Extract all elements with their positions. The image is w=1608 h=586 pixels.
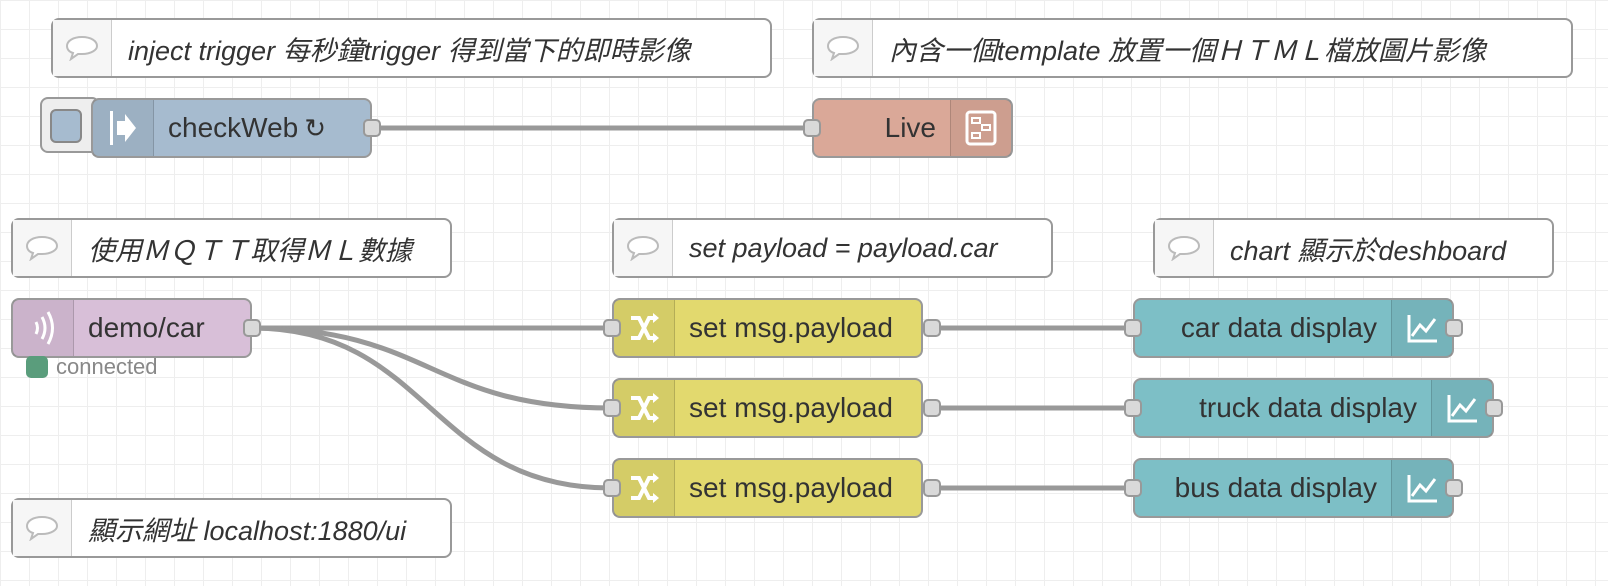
output-port[interactable] (923, 479, 941, 497)
comment-node-inject[interactable]: inject trigger 每秒鐘trigger 得到當下的即時影像 (51, 18, 772, 78)
input-port[interactable] (603, 479, 621, 497)
change-node-2[interactable]: set msg.payload (612, 378, 923, 438)
comment-node-change[interactable]: set payload = payload.car (612, 218, 1053, 278)
node-label: set msg.payload (689, 472, 893, 503)
status-indicator: connected (26, 354, 158, 380)
shuffle-icon (614, 380, 675, 436)
wire-demo-car-change3[interactable] (251, 325, 612, 491)
line-chart-icon (1391, 300, 1452, 356)
comment-node-chart[interactable]: chart 顯示於deshboard (1153, 218, 1554, 278)
template-node-live[interactable]: Live (812, 98, 1013, 158)
line-chart-icon (1431, 380, 1492, 436)
change-node-3[interactable]: set msg.payload (612, 458, 923, 518)
output-port[interactable] (923, 399, 941, 417)
node-label: demo/car (88, 312, 205, 343)
input-port[interactable] (603, 319, 621, 337)
chart-node-car[interactable]: car data display (1133, 298, 1454, 358)
comment-node-url[interactable]: 顯示網址 localhost:1880/ui (11, 498, 452, 558)
node-label: checkWeb (168, 112, 299, 143)
status-dot (26, 356, 48, 378)
speech-bubble-icon (53, 20, 112, 76)
mqtt-in-node-demo-car[interactable]: demo/car (11, 298, 252, 358)
chart-node-truck[interactable]: truck data display (1133, 378, 1494, 438)
inject-node-checkweb[interactable]: checkWeb↻ (91, 98, 372, 158)
input-port[interactable] (803, 119, 821, 137)
line-chart-icon (1391, 460, 1452, 516)
inject-trigger-button[interactable] (40, 97, 100, 153)
shuffle-icon (614, 300, 675, 356)
comment-text: inject trigger 每秒鐘trigger 得到當下的即時影像 (128, 35, 691, 66)
speech-bubble-icon (814, 20, 873, 76)
chart-node-bus[interactable]: bus data display (1133, 458, 1454, 518)
comment-text: chart 顯示於deshboard (1230, 235, 1507, 266)
template-icon (950, 100, 1011, 156)
node-label: set msg.payload (689, 392, 893, 423)
comment-node-template[interactable]: 內含一個template 放置一個ＨＴＭＬ檔放圖片影像 (812, 18, 1573, 78)
node-label: Live (884, 112, 936, 143)
output-port[interactable] (363, 119, 381, 137)
comment-text: set payload = payload.car (689, 232, 998, 263)
node-label: car data display (1180, 312, 1377, 343)
output-port[interactable] (1445, 479, 1463, 497)
output-port[interactable] (923, 319, 941, 337)
input-port[interactable] (603, 399, 621, 417)
output-port[interactable] (243, 319, 261, 337)
comment-text: 內含一個template 放置一個ＨＴＭＬ檔放圖片影像 (889, 35, 1487, 66)
node-label: set msg.payload (689, 312, 893, 343)
shuffle-icon (614, 460, 675, 516)
radio-waves-icon (13, 300, 74, 356)
change-node-1[interactable]: set msg.payload (612, 298, 923, 358)
status-text: connected (56, 354, 158, 379)
wire-demo-car-change2[interactable] (251, 325, 612, 411)
input-port[interactable] (1124, 479, 1142, 497)
comment-node-mqtt[interactable]: 使用ＭＱＴＴ取得ＭＬ數據 (11, 218, 452, 278)
input-port[interactable] (1124, 399, 1142, 417)
input-port[interactable] (1124, 319, 1142, 337)
speech-bubble-icon (614, 220, 673, 276)
speech-bubble-icon (13, 220, 72, 276)
comment-text: 顯示網址 localhost:1880/ui (88, 515, 407, 546)
refresh-icon: ↻ (304, 113, 327, 143)
node-label: truck data display (1199, 392, 1417, 423)
speech-bubble-icon (1155, 220, 1214, 276)
node-label: bus data display (1174, 472, 1377, 503)
arrow-in-icon (93, 100, 154, 156)
comment-text: 使用ＭＱＴＴ取得ＭＬ數據 (88, 235, 412, 266)
output-port[interactable] (1485, 399, 1503, 417)
output-port[interactable] (1445, 319, 1463, 337)
speech-bubble-icon (13, 500, 72, 556)
